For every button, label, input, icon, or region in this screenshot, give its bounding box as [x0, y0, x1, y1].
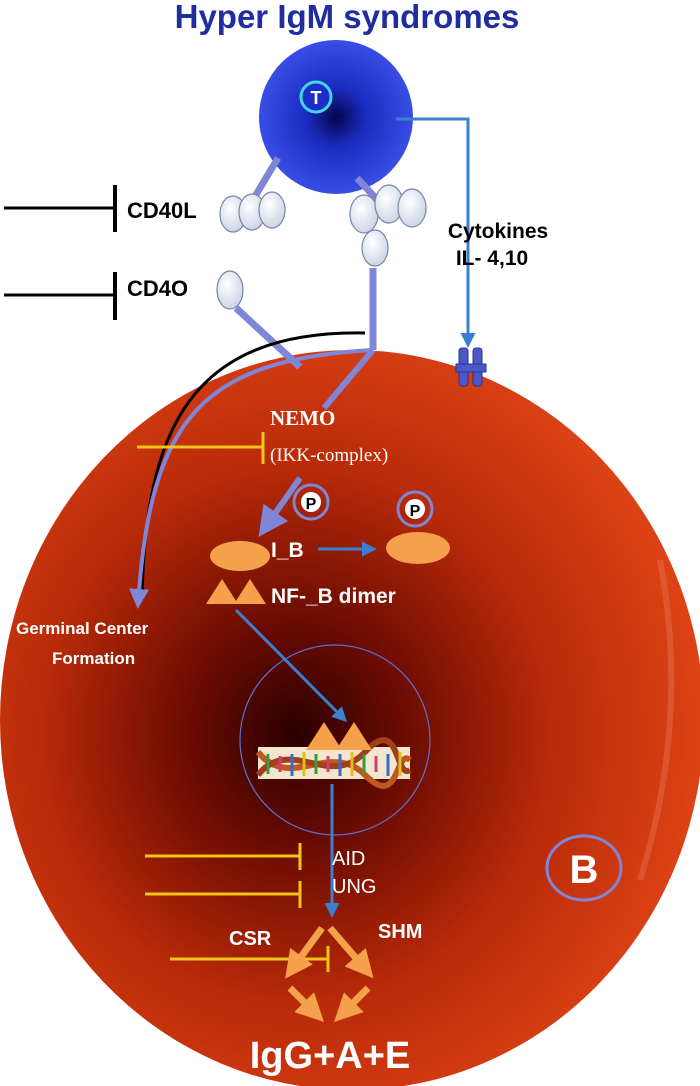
- b-cell-label: B: [570, 848, 599, 892]
- cd40l-label: CD40L: [127, 198, 197, 223]
- phosphate-circle-1-inner: [301, 492, 321, 512]
- ung-inhibition-bar: [145, 881, 302, 908]
- b-cell-body: [0, 350, 700, 1086]
- cytokines-label: Cytokines: [448, 220, 548, 243]
- page-title: Hyper IgM syndromes: [175, 0, 520, 35]
- t-cell-label: T: [311, 88, 322, 108]
- cd40-stalk-left: [233, 305, 303, 370]
- aid-inhibition-bar: [145, 843, 302, 870]
- t-cell: [259, 40, 413, 194]
- cytokines-il-label: IL- 4,10: [456, 247, 528, 270]
- phosphate-label-2: P: [410, 503, 421, 520]
- t-cell-marker-circle: [299, 80, 333, 114]
- ikk-complex-label: (IKK-complex): [270, 445, 388, 466]
- cd40-receptor-head: [216, 270, 244, 310]
- nucleus: [239, 644, 431, 836]
- cytokine-receptor: [455, 347, 487, 387]
- ung-label: UNG: [332, 876, 376, 898]
- germinal-center-label: Germinal Center: [16, 619, 149, 638]
- cd40-label: CD4O: [127, 276, 188, 301]
- nfkb-dimer: [206, 579, 266, 604]
- cytokine-signal-line: [396, 117, 476, 348]
- ikb-label: I_B: [271, 539, 304, 562]
- ikb-protein-released: [386, 532, 450, 564]
- csr-shm-pathway: [285, 925, 374, 1022]
- cd40l-trimer-right: [349, 184, 427, 267]
- aid-label: AID: [332, 848, 365, 870]
- phosphate-circle-2: [396, 490, 434, 528]
- nemo-label: NEMO: [270, 406, 335, 430]
- nfkb-bound-dna: [306, 722, 372, 750]
- phosphate-circle-2-inner: [405, 499, 425, 519]
- shm-label: SHM: [378, 921, 422, 943]
- cd40l-trimer-left: [219, 191, 286, 233]
- nemo-inhibition-bar: [137, 432, 265, 464]
- germinal-center-arrow: [129, 348, 373, 609]
- phosphate-label-1: P: [306, 496, 317, 513]
- nemo-to-ikb-arrow: [258, 476, 303, 537]
- csr-label: CSR: [229, 928, 272, 950]
- b-cell-marker-circle: [545, 834, 623, 902]
- nfkb-to-dna-arrow: [234, 608, 348, 723]
- cd40-inhibition-bar: [4, 272, 117, 320]
- ikb-protein: [210, 541, 270, 571]
- nfkb-label: NF-_B dimer: [271, 585, 396, 608]
- germinal-formation-label: Formation: [52, 649, 135, 668]
- cd40-to-nemo-arrow: [321, 348, 376, 410]
- dna-strand: [255, 737, 412, 789]
- cd40l-stalk-left: [250, 156, 282, 200]
- phosphate-circle-1: [292, 483, 330, 521]
- isotype-result-label: IgG+A+E: [250, 1035, 411, 1077]
- cd40l-inhibition-bar: [4, 185, 117, 232]
